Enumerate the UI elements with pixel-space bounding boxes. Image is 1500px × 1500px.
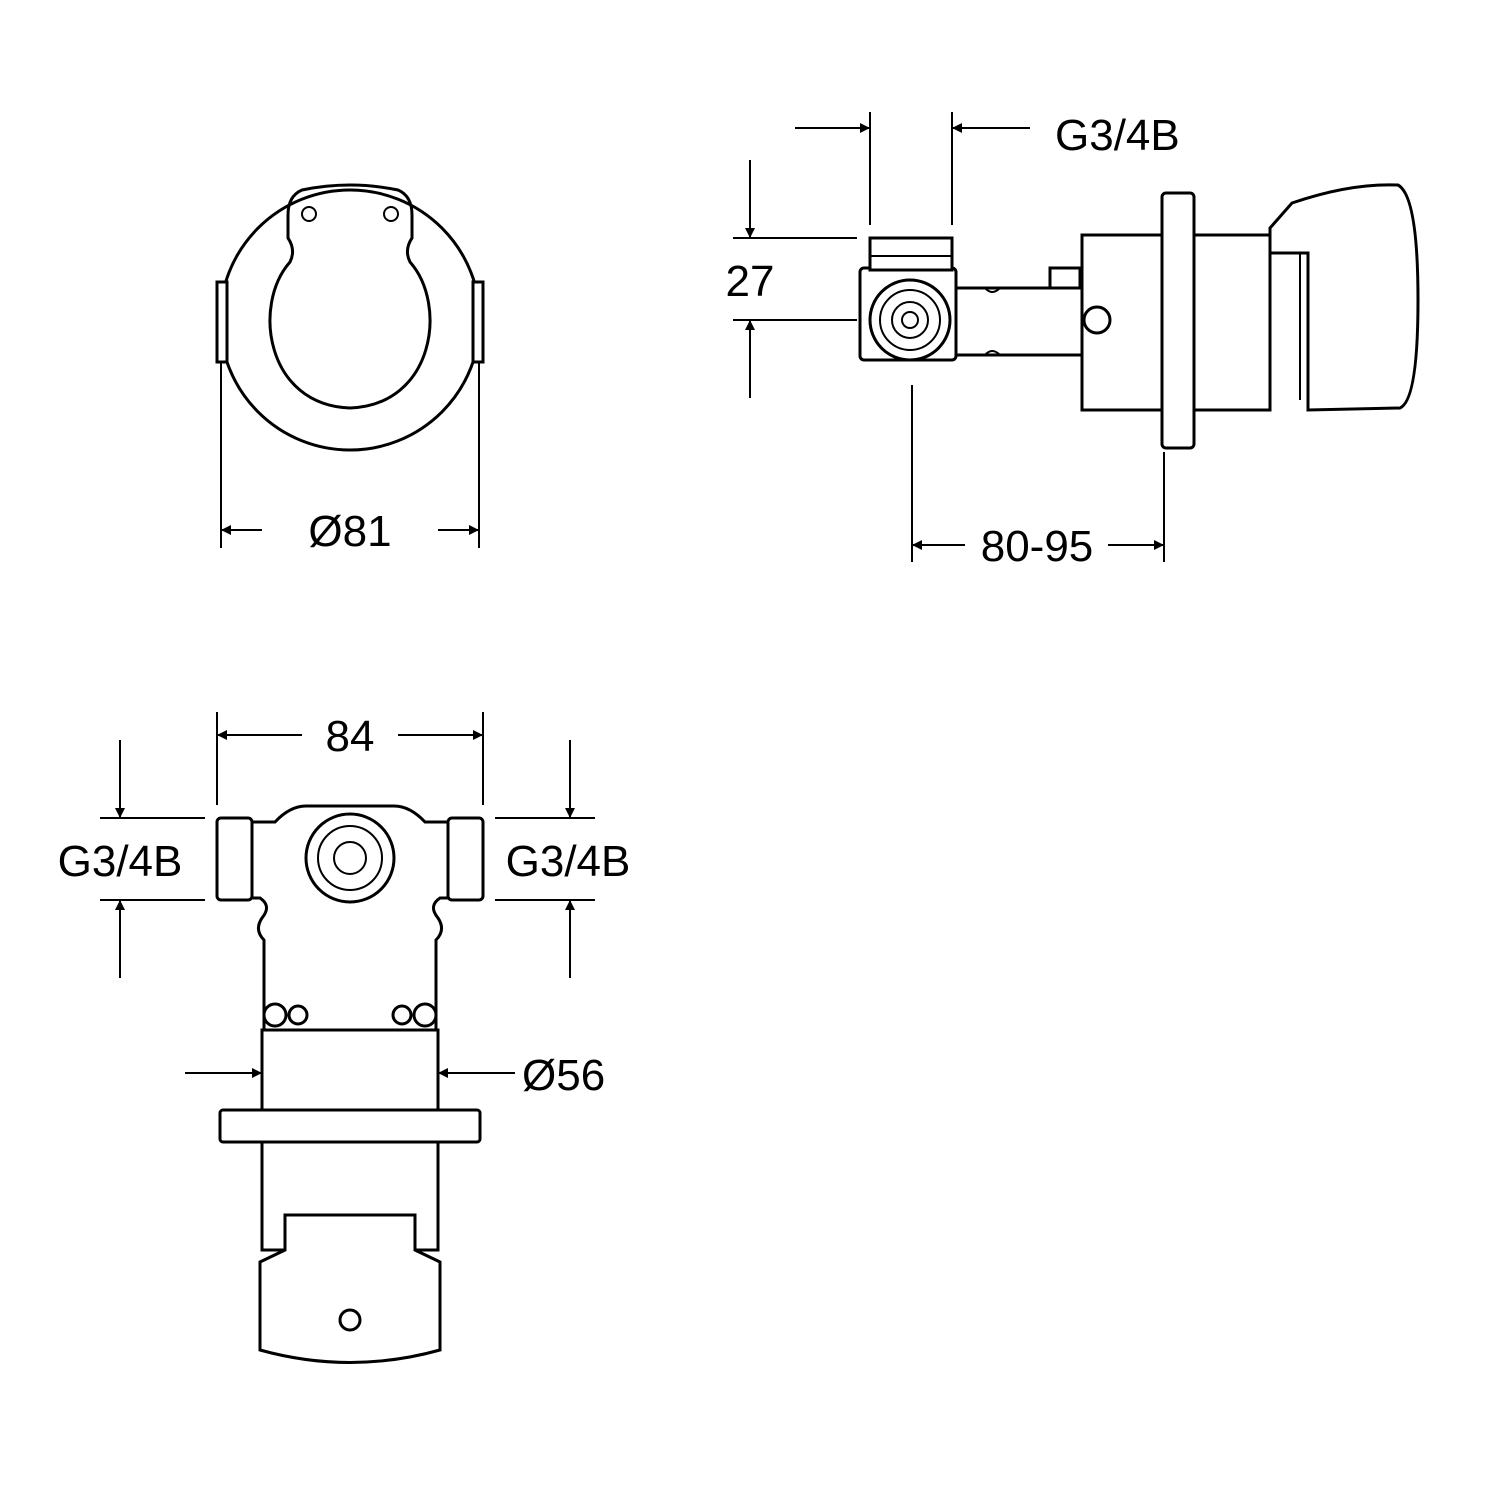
bottom-view: 84 G3/4B G3/4B Ø56 [58,712,631,1364]
inlet-connector-right [446,816,485,902]
sleeve [1192,233,1272,412]
pipe-body [948,286,1084,357]
pipe-notch-bottom [984,350,1001,356]
thread-g34b-top-label: G3/4B [1055,111,1180,160]
side-connector-left [215,280,229,364]
side-connector-right [471,280,485,364]
thread-g34b-left-label: G3/4B [58,837,183,886]
handle-knob [1268,183,1420,412]
handle-cap [258,1213,442,1364]
rosette-flange [218,1108,482,1144]
center-port-inner [333,841,367,875]
connector-port-inner [891,301,929,339]
rosette-plate [1160,191,1196,450]
side-view: G3/4B 27 80-95 [726,111,1420,571]
screw-left-outer [262,1002,288,1028]
rosette-outer-circle [218,188,482,452]
thread-nut [868,236,954,272]
mounting-body [250,804,450,1032]
diameter-81-label: Ø81 [308,507,391,556]
connector-port-outer [868,278,952,362]
mount-hole-left [301,206,317,222]
center-port-ring [317,825,383,891]
screw-left-inner [287,1004,309,1026]
inlet-connector-left [215,816,254,902]
connector-port-ring [879,289,941,351]
dimension-84-label: 84 [326,712,375,761]
screw-right-inner [391,1004,413,1026]
cover-plate [268,183,432,410]
screw-right-outer [412,1002,438,1028]
depth-80-95-label: 80-95 [981,522,1094,571]
pipe-notch-top [984,287,1001,293]
front-view: Ø81 [215,183,485,556]
dimension-27-label: 27 [726,257,775,306]
housing-screw [1082,305,1112,335]
diameter-56-label: Ø56 [522,1051,605,1100]
mount-hole-right [383,206,399,222]
pipe-stud [1048,266,1082,290]
handle-indicator-hole [338,1308,362,1332]
center-port-outer [304,812,396,904]
connector-port-center [901,311,919,329]
thread-g34b-right-label: G3/4B [506,837,631,886]
valve-body [260,1028,440,1112]
